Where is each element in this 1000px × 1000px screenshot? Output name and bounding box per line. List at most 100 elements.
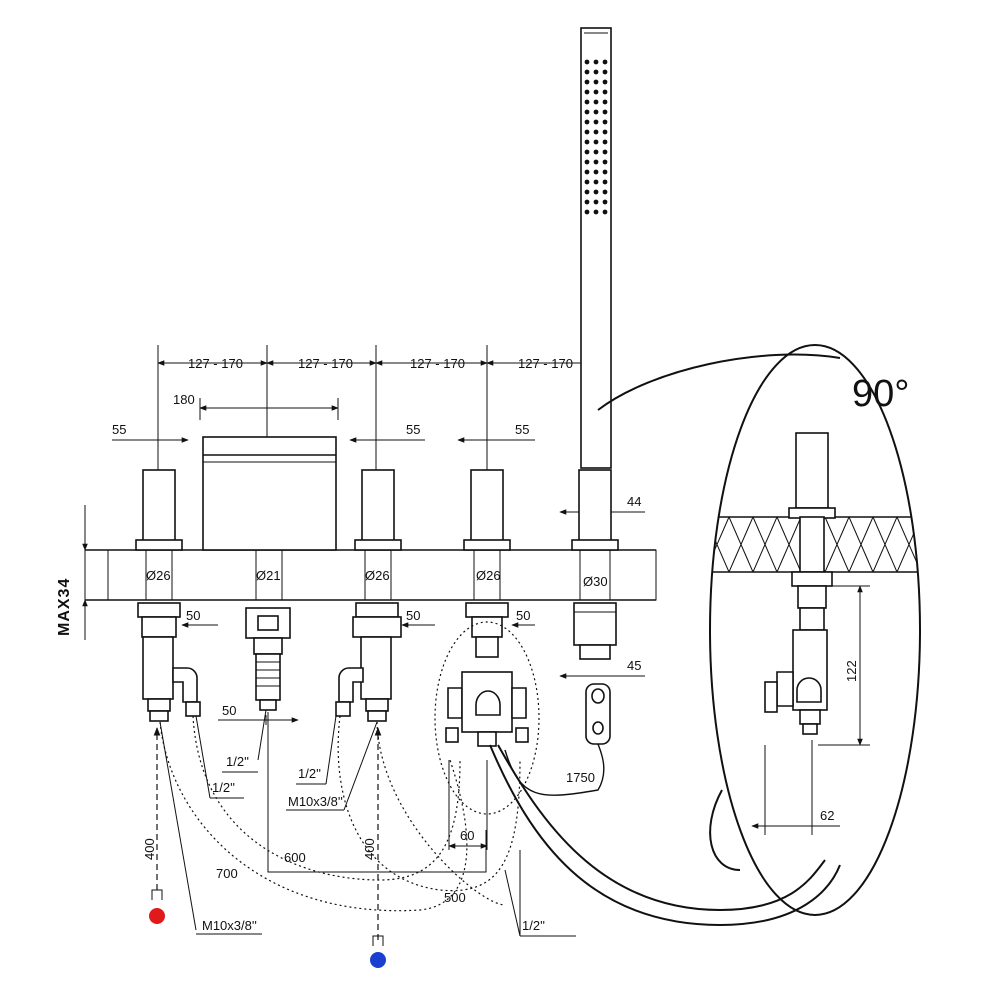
hatch-line bbox=[921, 517, 945, 572]
max34-dimension: MAX34 bbox=[56, 505, 88, 640]
diverter-body: 50 bbox=[434, 602, 540, 815]
nozzle-dot bbox=[602, 99, 608, 105]
nozzle-dot bbox=[584, 149, 590, 155]
nozzle-dot bbox=[593, 189, 599, 195]
nozzle-dot bbox=[584, 119, 590, 125]
nozzle-dot bbox=[602, 89, 608, 95]
nozzle-dot bbox=[593, 159, 599, 165]
nozzle-dot bbox=[584, 169, 590, 175]
dia26-label-1: Ø26 bbox=[146, 568, 171, 583]
valve-2-body: 50 bbox=[335, 602, 435, 722]
dia21-label: Ø21 bbox=[256, 568, 281, 583]
dia26-label-2: Ø26 bbox=[365, 568, 390, 583]
half-inch-label-1: 1/2'' bbox=[226, 754, 249, 769]
detail-zoom: 90° 122 62 bbox=[597, 344, 945, 916]
nozzle-dot bbox=[602, 59, 608, 65]
hatch-line bbox=[752, 516, 778, 573]
nozzle-dot bbox=[593, 199, 599, 205]
hatch-line bbox=[728, 516, 754, 573]
d700-label: 700 bbox=[216, 866, 238, 881]
d45-label: 45 bbox=[627, 658, 641, 673]
m10-label-2: M10x3/8'' bbox=[202, 918, 257, 933]
nozzle-dot bbox=[593, 99, 599, 105]
d50-label-2: 50 bbox=[222, 703, 236, 718]
nozzle-dot bbox=[593, 149, 599, 155]
d500-label: 500 bbox=[444, 890, 466, 905]
nozzle-dot bbox=[593, 179, 599, 185]
d55-label-1: 55 bbox=[112, 422, 126, 437]
hatch-line bbox=[872, 516, 898, 573]
nozzle-dot bbox=[602, 149, 608, 155]
supply-hoses bbox=[159, 712, 841, 927]
d60-label: 60 bbox=[460, 828, 474, 843]
nozzle-dot bbox=[593, 69, 599, 75]
hand-shower bbox=[580, 27, 612, 469]
hatch-line bbox=[824, 516, 850, 573]
nozzle-dot bbox=[602, 179, 608, 185]
nozzle-dot bbox=[602, 189, 608, 195]
m10-label-1: M10x3/8'' bbox=[288, 794, 343, 809]
hand-shower-holder bbox=[571, 469, 619, 551]
d122-label: 122 bbox=[844, 660, 859, 682]
hose-connector: 45 1750 bbox=[559, 602, 645, 785]
nozzle-dot bbox=[593, 119, 599, 125]
nozzle-dot bbox=[584, 179, 590, 185]
nozzle-dot bbox=[584, 209, 590, 215]
callouts: 1/2'' 1/2'' 1/2'' M10x3/8'' M10x3/8'' 70… bbox=[159, 709, 576, 937]
spacing-label-1: 127 - 170 bbox=[188, 356, 243, 371]
nozzle-dot bbox=[602, 199, 608, 205]
nozzle-dot bbox=[593, 79, 599, 85]
half-inch-label-3: 1/2'' bbox=[298, 766, 321, 781]
nozzle-dot bbox=[584, 69, 590, 75]
d55-label-2: 55 bbox=[406, 422, 420, 437]
nozzle-dot bbox=[593, 169, 599, 175]
half-inch-label-4: 1/2'' bbox=[522, 918, 545, 933]
nozzle-dot bbox=[593, 109, 599, 115]
hatch-line bbox=[776, 516, 802, 573]
d400-label-1: 400 bbox=[142, 838, 157, 860]
d62-label: 62 bbox=[820, 808, 834, 823]
hatch-line bbox=[710, 516, 730, 573]
nozzle-dot bbox=[602, 109, 608, 115]
handle-2 bbox=[354, 469, 402, 551]
detail-deck bbox=[710, 516, 945, 573]
valve-1-body: 50 bbox=[137, 602, 218, 722]
nozzle-dot bbox=[602, 209, 608, 215]
d400-label-2: 400 bbox=[362, 838, 377, 860]
spacing-label-4: 127 - 170 bbox=[518, 356, 573, 371]
d55-label-3: 55 bbox=[515, 422, 529, 437]
nozzle-dot bbox=[593, 209, 599, 215]
spacing-label-2: 127 - 170 bbox=[298, 356, 353, 371]
nozzle-dot bbox=[602, 159, 608, 165]
nozzle-dot bbox=[593, 59, 599, 65]
hatch-line bbox=[848, 516, 874, 573]
deck-shanks bbox=[145, 550, 611, 600]
nozzle-dot bbox=[584, 129, 590, 135]
d50-label-1: 50 bbox=[186, 608, 200, 623]
handle-3 bbox=[463, 469, 511, 551]
hot-water-supply-icon bbox=[149, 908, 165, 924]
spout bbox=[202, 436, 337, 551]
width-180-label: 180 bbox=[173, 392, 195, 407]
nozzle-dot bbox=[584, 89, 590, 95]
nozzle-dot bbox=[602, 169, 608, 175]
nozzle-dot bbox=[602, 119, 608, 125]
nozzle-dot bbox=[593, 129, 599, 135]
nozzle-dot bbox=[584, 99, 590, 105]
spacing-label-3: 127 - 170 bbox=[410, 356, 465, 371]
nozzle-dot bbox=[602, 129, 608, 135]
d1750-label: 1750 bbox=[566, 770, 595, 785]
nozzle-dot bbox=[593, 139, 599, 145]
nozzle-dot bbox=[584, 59, 590, 65]
nozzle-dot bbox=[584, 189, 590, 195]
detail-valve bbox=[764, 432, 836, 735]
d50-label-3: 50 bbox=[406, 608, 420, 623]
nozzle-dot bbox=[584, 109, 590, 115]
cold-water-supply-icon bbox=[370, 952, 386, 968]
nozzle-dot bbox=[584, 79, 590, 85]
dia26-label-3: Ø26 bbox=[476, 568, 501, 583]
nozzle-dot bbox=[584, 159, 590, 165]
d44-label: 44 bbox=[627, 494, 641, 509]
